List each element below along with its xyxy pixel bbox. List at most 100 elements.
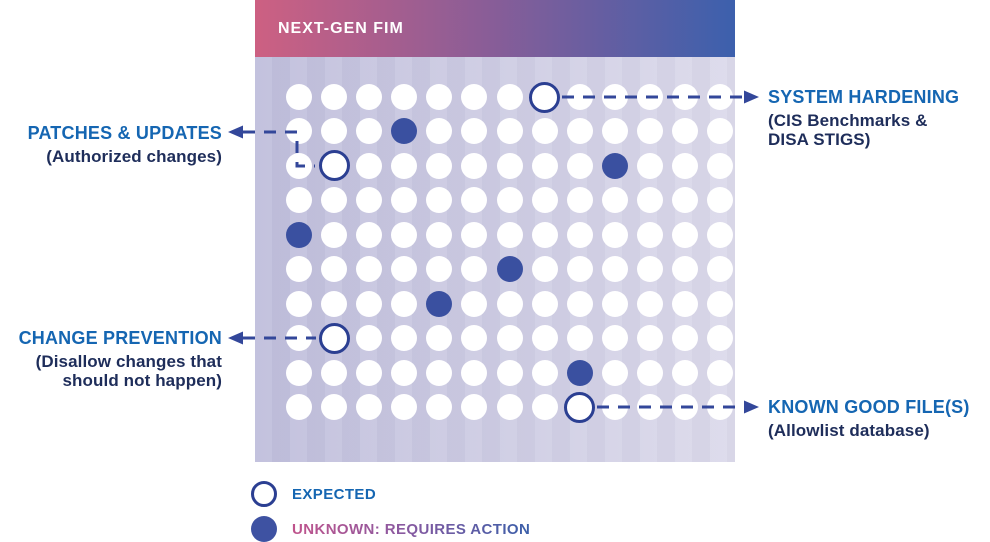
legend-item-unknown: UNKNOWN: REQUIRES ACTION <box>251 516 530 542</box>
dot-unknown-file <box>601 152 628 179</box>
dot-file <box>496 394 523 420</box>
dot-file <box>636 221 663 248</box>
callout-subtext: (CIS Benchmarks & <box>768 111 928 130</box>
dot-file <box>566 118 593 145</box>
dot-file <box>321 256 348 283</box>
dot-file <box>426 325 453 352</box>
dot-unknown-file <box>286 221 312 248</box>
dot-file <box>531 152 558 179</box>
dot-file <box>391 359 418 386</box>
callout-subtext: should not happen) <box>62 371 222 390</box>
dot-file <box>391 187 418 214</box>
dot-file <box>707 187 733 214</box>
dot-file <box>636 290 663 317</box>
dot-file <box>321 118 348 145</box>
dot-file <box>671 290 698 317</box>
dot-file <box>531 394 558 420</box>
dot-file <box>286 359 312 386</box>
dot-file <box>531 359 558 386</box>
dot-file <box>531 290 558 317</box>
dot-file <box>707 256 733 283</box>
dot-file <box>286 187 312 214</box>
dot-file <box>636 118 663 145</box>
dot-file <box>461 187 488 214</box>
dot-file <box>707 359 733 386</box>
dot-file <box>286 152 312 179</box>
dot-file <box>531 187 558 214</box>
dot-file <box>671 187 698 214</box>
dot-file <box>566 325 593 352</box>
dot-file <box>426 359 453 386</box>
dot-file <box>707 290 733 317</box>
dot-file <box>356 394 383 420</box>
dot-file <box>461 118 488 145</box>
dot-file <box>671 325 698 352</box>
callout-heading: SYSTEM HARDENING <box>768 87 960 107</box>
dot-file <box>671 221 698 248</box>
dot-file <box>286 325 312 352</box>
dot-file <box>601 221 628 248</box>
dot-file <box>356 84 383 110</box>
dot-file <box>531 221 558 248</box>
dot-file <box>391 221 418 248</box>
dot-file <box>496 187 523 214</box>
dot-file <box>356 221 383 248</box>
dot-file <box>321 359 348 386</box>
dot-file <box>356 256 383 283</box>
dot-file <box>496 221 523 248</box>
dot-file <box>636 394 663 420</box>
dot-file <box>566 256 593 283</box>
dot-file <box>426 84 453 110</box>
dot-file <box>566 221 593 248</box>
dot-file <box>356 152 383 179</box>
callout-known-good-files: KNOWN GOOD FILE(S) (Allowlist database) <box>768 398 970 441</box>
dot-file <box>566 84 593 110</box>
dot-file <box>707 118 733 145</box>
dot-file <box>671 256 698 283</box>
dot-file <box>391 290 418 317</box>
dot-file <box>601 394 628 420</box>
dot-file <box>566 187 593 214</box>
dot-file <box>356 290 383 317</box>
dot-file <box>496 84 523 110</box>
dot-expected-highlight <box>318 150 350 182</box>
dot-file <box>531 325 558 352</box>
dot-file <box>601 84 628 110</box>
dot-file <box>286 256 312 283</box>
dot-expected-highlight <box>318 322 350 354</box>
dot-file <box>356 325 383 352</box>
dot-file <box>707 325 733 352</box>
callout-subtext: DISA STIGS) <box>768 130 871 149</box>
dot-file <box>461 152 488 179</box>
dot-file <box>461 394 488 420</box>
panel-header: NEXT-GEN FIM <box>255 0 735 57</box>
dot-unknown-file <box>566 359 593 386</box>
dot-file <box>601 290 628 317</box>
callout-subtext: (Allowlist database) <box>768 421 930 440</box>
dot-unknown-file <box>496 256 523 283</box>
dot-file <box>391 256 418 283</box>
dot-file <box>321 84 348 110</box>
callout-heading: PATCHES & UPDATES <box>27 123 222 143</box>
dot-unknown-file <box>426 290 453 317</box>
dot-file <box>601 187 628 214</box>
callout-subtext: (Disallow changes that <box>35 352 222 371</box>
dot-file <box>461 84 488 110</box>
dot-file <box>426 152 453 179</box>
dot-file <box>707 394 733 420</box>
dot-file <box>321 221 348 248</box>
dot-file <box>356 359 383 386</box>
dot-file <box>707 152 733 179</box>
dot-expected-highlight <box>564 391 596 423</box>
dot-file <box>356 187 383 214</box>
dot-file <box>426 221 453 248</box>
dot-file <box>496 290 523 317</box>
dot-file <box>356 118 383 145</box>
dot-file <box>426 118 453 145</box>
dot-file <box>286 394 312 420</box>
dot-file <box>531 118 558 145</box>
dot-file <box>671 394 698 420</box>
dot-file <box>286 290 312 317</box>
dot-file <box>286 84 312 110</box>
